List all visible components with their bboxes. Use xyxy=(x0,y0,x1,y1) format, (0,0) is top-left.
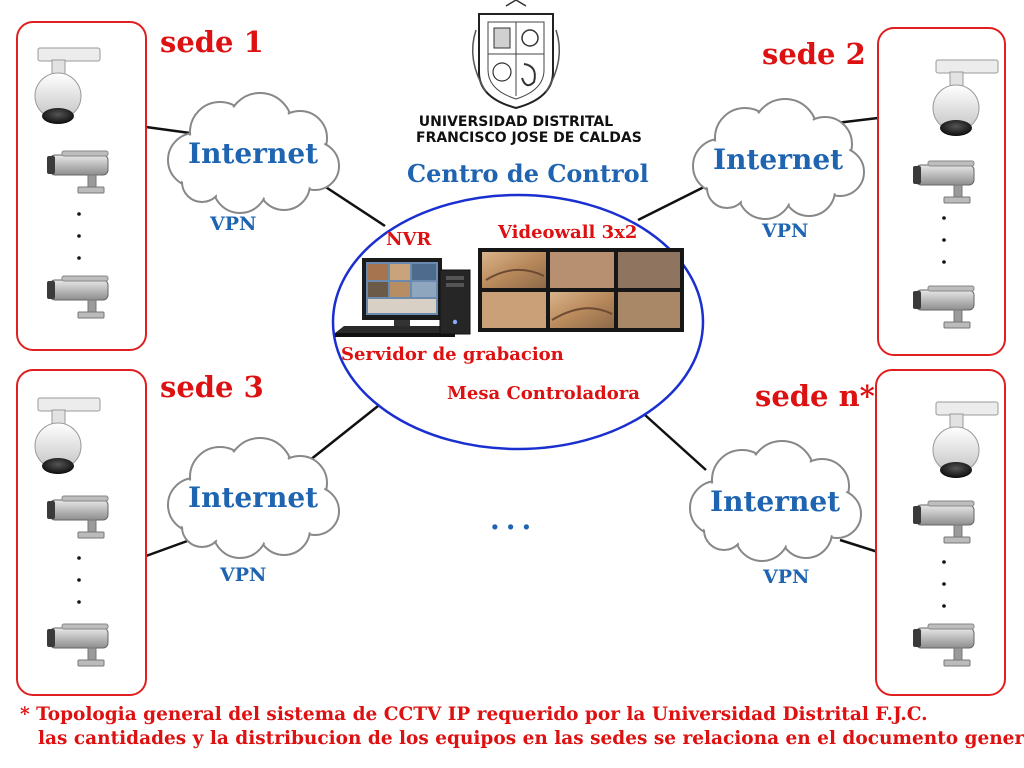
site-title-sede-n: sede n* xyxy=(755,379,875,413)
vertical-dots-icon xyxy=(942,216,946,264)
link-sede1-cloud xyxy=(145,125,191,135)
server-tower-icon xyxy=(439,269,471,335)
vertical-dots-icon xyxy=(77,556,81,604)
vpn-label-sede-3: VPN xyxy=(220,564,267,586)
link-sede3-cloud xyxy=(145,538,191,558)
internet-label-sede-3: Internet xyxy=(188,481,319,514)
link-cloudN-center xyxy=(644,414,707,471)
site-box-sede-1 xyxy=(16,21,147,351)
footnote-line-2: las cantidades y la distribucion de los … xyxy=(38,728,1024,749)
university-crest-icon xyxy=(471,0,561,110)
vertical-dots-icon xyxy=(77,212,81,260)
site-title-sede-1: sede 1 xyxy=(160,25,264,59)
vpn-label-sede-1: VPN xyxy=(210,213,257,235)
videowall-label: Videowall 3x2 xyxy=(498,222,638,243)
vpn-label-sede-2: VPN xyxy=(762,220,809,242)
link-cloud2-center xyxy=(637,184,707,222)
university-name: UNIVERSIDAD DISTRITAL FRANCISCO JOSE DE … xyxy=(416,114,642,147)
desk-label: Mesa Controladora xyxy=(447,383,640,404)
university-name-line1: UNIVERSIDAD DISTRITAL xyxy=(418,114,614,130)
nvr-label: NVR xyxy=(386,229,432,250)
university-name-line2: FRANCISCO JOSE DE CALDAS xyxy=(416,130,642,147)
link-sedeN-cloud xyxy=(839,538,879,554)
footnote-line-1: * Topologia general del sistema de CCTV … xyxy=(20,704,928,725)
vertical-dots-icon xyxy=(942,560,946,608)
server-label: Servidor de grabacion xyxy=(341,344,564,365)
internet-label-sede-1: Internet xyxy=(188,137,319,170)
control-center-title: Centro de Control xyxy=(407,159,649,188)
link-cloud3-center xyxy=(299,405,379,469)
videowall-icon xyxy=(478,248,684,332)
internet-label-sede-2: Internet xyxy=(713,143,844,176)
nvr-workstation-icon xyxy=(335,258,455,337)
site-title-sede-3: sede 3 xyxy=(160,370,264,404)
vpn-label-sede-n: VPN xyxy=(763,566,810,588)
internet-label-sede-n: Internet xyxy=(710,485,841,518)
more-sites-ellipsis: ... xyxy=(490,503,538,536)
site-title-sede-2: sede 2 xyxy=(762,37,866,71)
